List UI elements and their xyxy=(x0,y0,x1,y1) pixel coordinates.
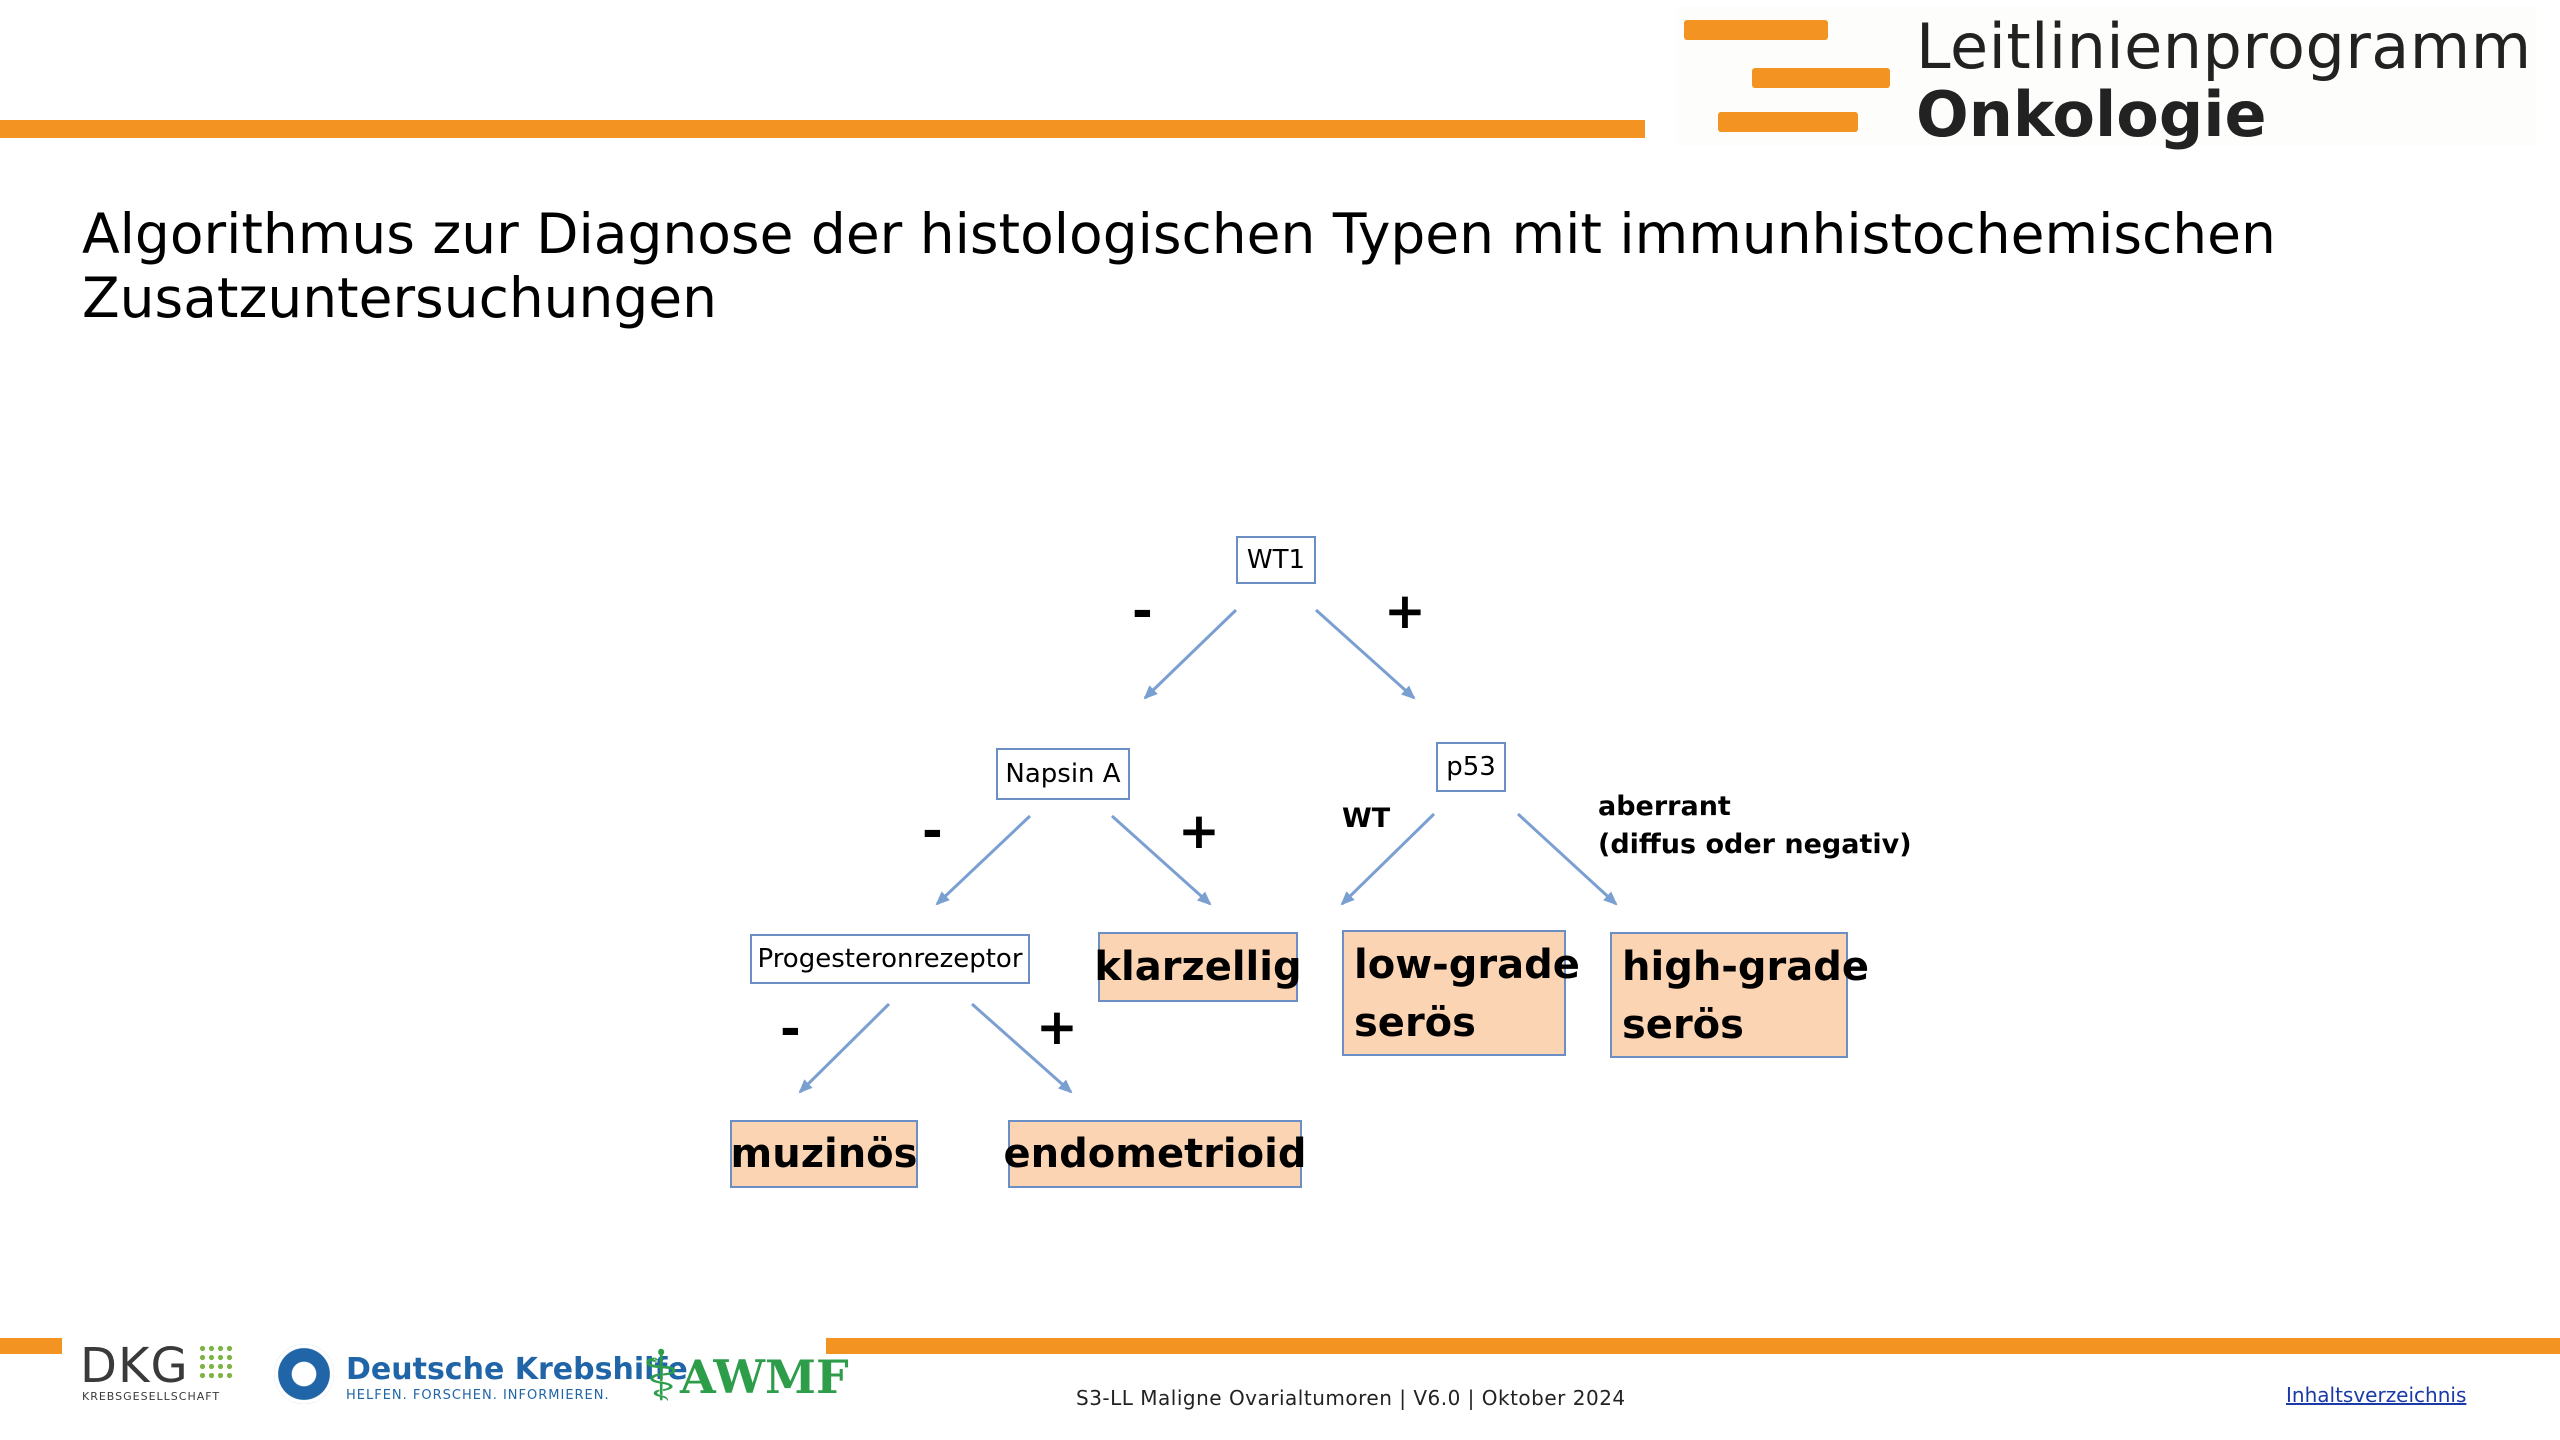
dkg-logo-subtitle: KREBSGESELLSCHAFT xyxy=(82,1390,221,1403)
arrow-wt1-to-napsin xyxy=(1143,608,1238,700)
result-muzinoes: muzinös xyxy=(730,1120,918,1188)
awmf-logo-text: AWMF xyxy=(680,1350,849,1404)
logo-text-line1: Leitlinienprogramm xyxy=(1916,10,2532,83)
footer-document-info: S3-LL Maligne Ovarialtumoren | V6.0 | Ok… xyxy=(1076,1386,1626,1410)
arrow-wt1-to-p53 xyxy=(1314,608,1416,700)
arrow-progesteronrezeptor-to-muzinoes xyxy=(798,1002,891,1094)
leitlinienprogramm-onkologie-logo: Leitlinienprogramm Onkologie xyxy=(1676,6,2536,151)
logo-stripe-2 xyxy=(1752,68,1890,88)
label-pr-positive: + xyxy=(1036,998,1078,1056)
footer-accent-bar-left xyxy=(0,1338,62,1354)
dkg-logo-text: DKG xyxy=(80,1338,189,1394)
node-progesteronrezeptor: Progesteronrezeptor xyxy=(750,934,1030,984)
arrow-p53-to-low-grade xyxy=(1340,812,1436,906)
label-p53-aberrant-line2: (diffus oder negativ) xyxy=(1598,829,1912,860)
logo-stripe-1 xyxy=(1684,20,1828,40)
awmf-logo: ⚕ AWMF xyxy=(638,1334,849,1418)
deutsche-krebshilfe-logo: Deutsche Krebshilfe HELFEN. FORSCHEN. IN… xyxy=(270,1338,688,1410)
result-high-grade-seroes: high-grade serös xyxy=(1610,932,1870,1058)
logo-stripe-3 xyxy=(1718,112,1858,132)
label-p53-aberrant: aberrant (diffus oder negativ) xyxy=(1598,788,1912,864)
result-klarzellig: klarzellig xyxy=(1094,932,1302,1002)
dkg-logo: DKG KREBSGESELLSCHAFT xyxy=(80,1338,240,1406)
arrow-napsin-to-klarzellig xyxy=(1110,814,1212,906)
label-napsin-positive: + xyxy=(1178,802,1220,860)
footer-accent-bar-right xyxy=(826,1338,2560,1354)
arrow-progesteronrezeptor-to-endometrioid xyxy=(971,1002,1073,1094)
label-p53-wt: WT xyxy=(1342,803,1391,834)
node-p53: p53 xyxy=(1436,742,1506,792)
page-title-line2: Zusatzuntersuchungen xyxy=(82,266,717,330)
page-title-line1: Algorithmus zur Diagnose der histologisc… xyxy=(82,202,2276,266)
result-low-grade-line1: low-grade xyxy=(1354,942,1580,988)
label-p53-aberrant-line1: aberrant xyxy=(1598,791,1731,822)
node-wt1: WT1 xyxy=(1236,536,1316,584)
result-low-grade-line2: serös xyxy=(1354,1000,1476,1046)
label-wt1-positive: + xyxy=(1384,582,1426,640)
result-high-grade-line1: high-grade xyxy=(1622,944,1870,990)
label-napsin-negative: - xyxy=(922,802,943,860)
result-low-grade-seroes: low-grade serös xyxy=(1342,930,1580,1056)
arrow-napsin-to-progesteronrezeptor xyxy=(935,814,1032,906)
header-accent-bar xyxy=(0,120,1645,138)
krebshilfe-slogan: HELFEN. FORSCHEN. INFORMIEREN. xyxy=(346,1388,610,1403)
krebshilfe-name: Deutsche Krebshilfe xyxy=(346,1352,688,1387)
label-wt1-negative: - xyxy=(1132,582,1153,640)
table-of-contents-link[interactable]: Inhaltsverzeichnis xyxy=(2286,1383,2467,1407)
page-title: Algorithmus zur Diagnose der histologisc… xyxy=(82,202,2382,330)
label-pr-negative: - xyxy=(780,1000,801,1058)
node-napsin-a: Napsin A xyxy=(996,748,1130,800)
result-endometrioid: endometrioid xyxy=(1004,1120,1306,1188)
dkg-dot-grid-icon xyxy=(198,1344,234,1380)
krebshilfe-circle-icon xyxy=(274,1344,334,1404)
result-high-grade-line2: serös xyxy=(1622,1002,1744,1048)
logo-text-line2: Onkologie xyxy=(1916,78,2267,151)
aesculapian-staff-icon: ⚕ xyxy=(642,1335,680,1417)
arrow-p53-to-high-grade xyxy=(1516,812,1618,906)
